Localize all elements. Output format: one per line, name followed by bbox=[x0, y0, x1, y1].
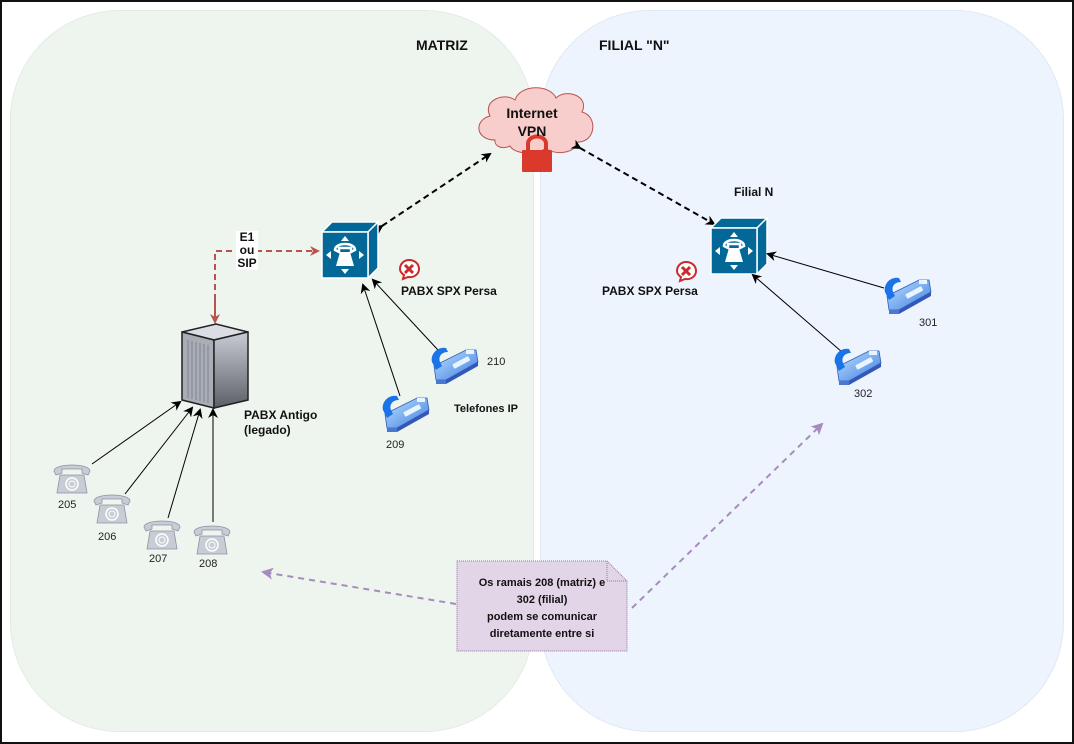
ext-208: 208 bbox=[199, 558, 218, 570]
analog-phone-208-icon bbox=[193, 525, 231, 555]
ext-302: 302 bbox=[854, 388, 873, 400]
zone-title-filial: FILIAL "N" bbox=[599, 37, 670, 53]
pabx-spx-matriz-label: PABX SPX Persa bbox=[401, 284, 497, 298]
pabx-legacy-label-line2: (legado) bbox=[244, 423, 291, 437]
pabx-legacy-server-icon bbox=[181, 323, 249, 409]
ext-301: 301 bbox=[919, 317, 938, 329]
sip-text: SIP bbox=[237, 256, 257, 270]
link-206-legacy bbox=[124, 406, 194, 495]
pabx-legacy-label-line1: PABX Antigo bbox=[244, 408, 318, 422]
link-205-legacy bbox=[91, 400, 182, 465]
ip-phones-label: Telefones IP bbox=[454, 403, 518, 415]
error-bubble-icon bbox=[398, 258, 421, 281]
ip-phone-209-icon bbox=[382, 395, 430, 433]
ext-210: 210 bbox=[487, 356, 506, 368]
internet-vpn-label: Internet VPN bbox=[492, 104, 572, 140]
note-arrow-to-302 bbox=[631, 422, 824, 609]
link-301-pabx bbox=[766, 251, 885, 289]
vpn-link-matriz bbox=[372, 152, 492, 235]
pabx-legacy-label: PABX Antigo (legado) bbox=[244, 408, 317, 438]
analog-phone-205-icon bbox=[53, 464, 91, 494]
e1-text: E1 bbox=[239, 230, 255, 244]
analog-phone-206-icon bbox=[93, 494, 131, 524]
internet-cloud bbox=[478, 87, 594, 154]
link-302-pabx bbox=[751, 273, 843, 353]
note-shape bbox=[456, 560, 628, 652]
pabx-spx-matriz-icon bbox=[320, 220, 380, 280]
vpn-label: VPN bbox=[517, 123, 547, 139]
ip-phone-302-icon bbox=[834, 348, 882, 386]
ext-205: 205 bbox=[58, 499, 77, 511]
note-arrow-to-208 bbox=[261, 567, 457, 605]
note-line: podem se comunicar bbox=[486, 611, 598, 623]
ext-207: 207 bbox=[149, 553, 168, 565]
lock-icon bbox=[522, 134, 552, 172]
pabx-spx-filial-icon bbox=[709, 216, 769, 276]
filial-site-label: Filial N bbox=[734, 185, 774, 199]
ou-text: ou bbox=[239, 243, 255, 257]
ext-206: 206 bbox=[98, 531, 117, 543]
link-210-pabx bbox=[371, 278, 439, 351]
error-bubble-icon bbox=[675, 260, 698, 283]
zone-title-matriz: MATRIZ bbox=[416, 37, 468, 53]
note-line: Os ramais 208 (matriz) e bbox=[478, 577, 606, 589]
pabx-spx-filial-label: PABX SPX Persa bbox=[602, 284, 698, 298]
ip-phone-210-icon bbox=[431, 347, 479, 385]
e1-sip-label: E1 ou SIP bbox=[236, 231, 258, 270]
link-209-pabx bbox=[360, 283, 401, 397]
note-text: Os ramais 208 (matriz) e 302 (filial) po… bbox=[457, 575, 627, 643]
note: Os ramais 208 (matriz) e 302 (filial) po… bbox=[457, 561, 627, 651]
link-207-legacy bbox=[167, 408, 203, 519]
vpn-link-filial bbox=[570, 139, 716, 225]
e1-sip-link bbox=[214, 246, 320, 320]
ip-phone-301-icon bbox=[884, 277, 932, 315]
note-line: 302 (filial) bbox=[516, 594, 568, 606]
analog-phone-207-icon bbox=[143, 520, 181, 550]
note-line: diretamente entre si bbox=[489, 628, 595, 640]
ext-209: 209 bbox=[386, 439, 405, 451]
internet-label: Internet bbox=[506, 105, 558, 121]
